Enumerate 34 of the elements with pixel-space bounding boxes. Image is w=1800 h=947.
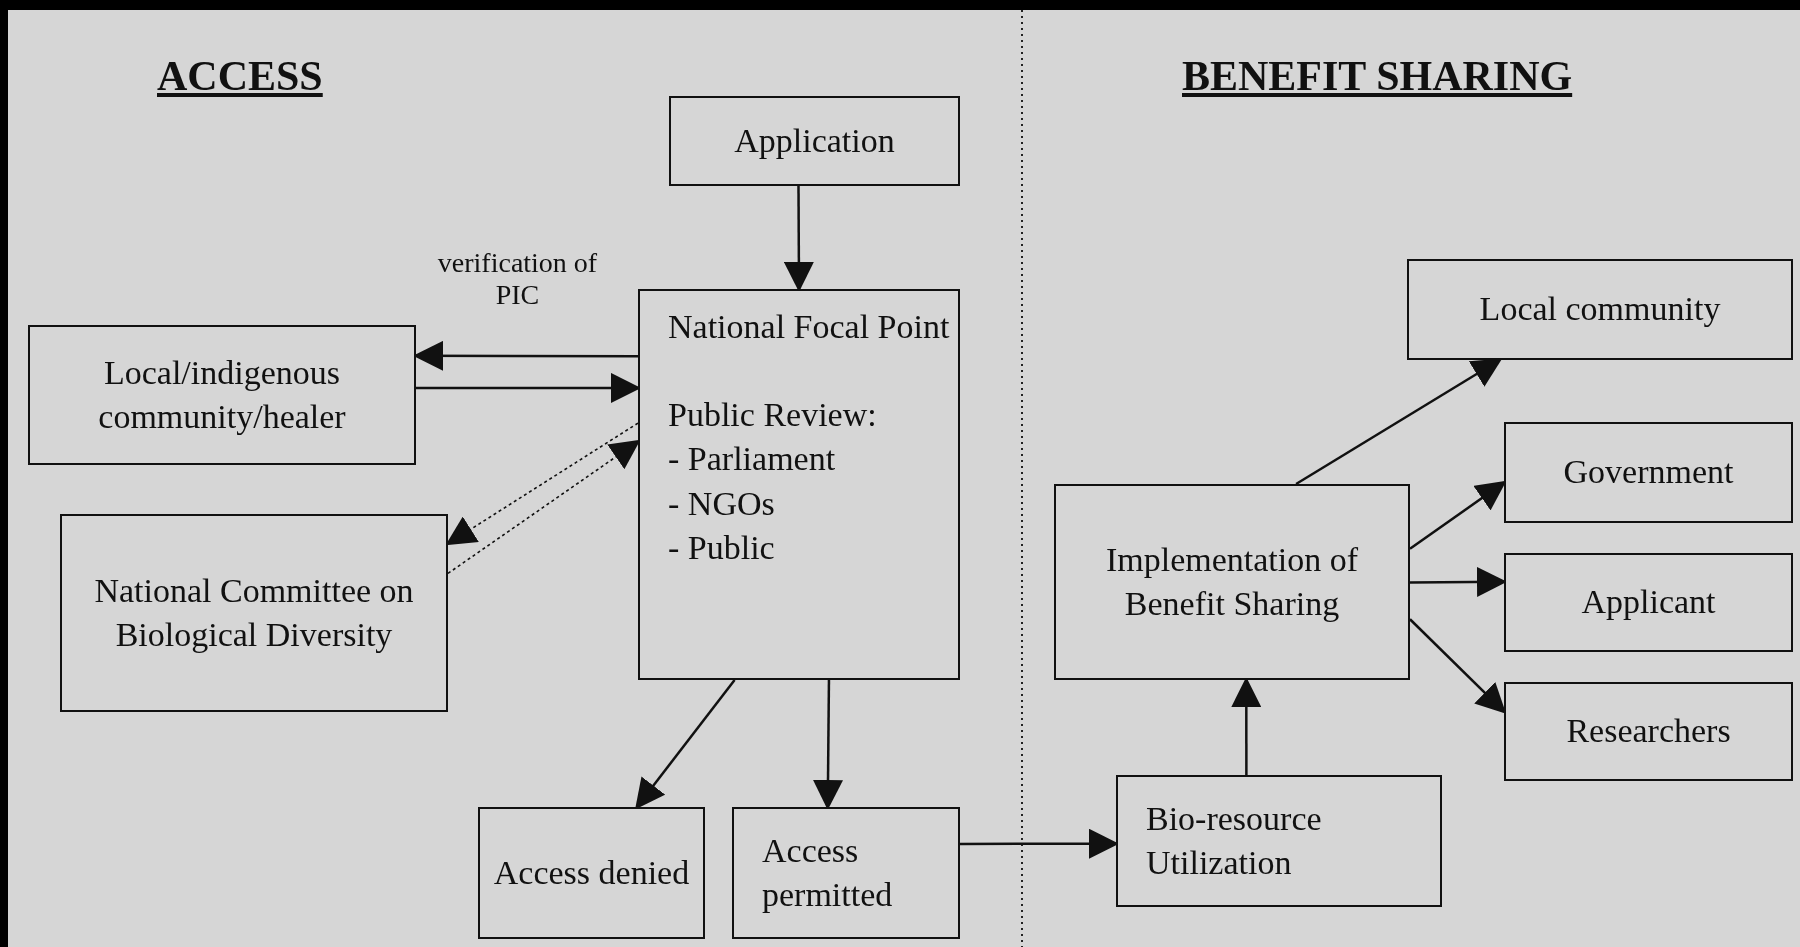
node-text: Bio-resource Utilization xyxy=(1146,798,1323,883)
section-heading: BENEFIT SHARING xyxy=(1182,52,1573,100)
process-box xyxy=(732,807,960,939)
node-text: Applicant xyxy=(1581,582,1716,623)
process-box xyxy=(1054,484,1410,680)
node-text: Local/indigenous community/healer xyxy=(97,352,347,437)
node-text: Researchers xyxy=(1566,711,1731,752)
process-box xyxy=(1504,682,1793,781)
subheading: Public Review: xyxy=(668,395,877,436)
list-item: - Public xyxy=(668,527,775,568)
process-box xyxy=(669,96,960,186)
process-box xyxy=(1504,422,1793,523)
node-text: National Focal Point xyxy=(668,307,950,347)
process-box xyxy=(1116,775,1442,907)
process-box xyxy=(638,289,960,680)
process-box xyxy=(1504,553,1793,652)
node-text: Application xyxy=(734,120,895,161)
process-box xyxy=(478,807,705,939)
process-box xyxy=(28,325,416,465)
arrow xyxy=(1295,358,1503,486)
arrow xyxy=(813,680,843,810)
process-box xyxy=(1407,259,1793,360)
node-text: Local community xyxy=(1479,289,1721,330)
arrow xyxy=(783,186,814,292)
node-text: National Committee on Biological Diversity xyxy=(93,570,415,655)
node-text: Access denied xyxy=(493,852,690,893)
process-box xyxy=(60,514,448,712)
node-text: Access permitted xyxy=(762,830,894,915)
arrow xyxy=(635,679,736,810)
node-text: Implementation of Benefit Sharing xyxy=(1104,539,1360,624)
list-item: - NGOs xyxy=(668,483,775,524)
node-text: Government xyxy=(1563,452,1734,493)
list-item: - Parliament xyxy=(668,439,836,480)
section-heading: ACCESS xyxy=(157,52,323,100)
